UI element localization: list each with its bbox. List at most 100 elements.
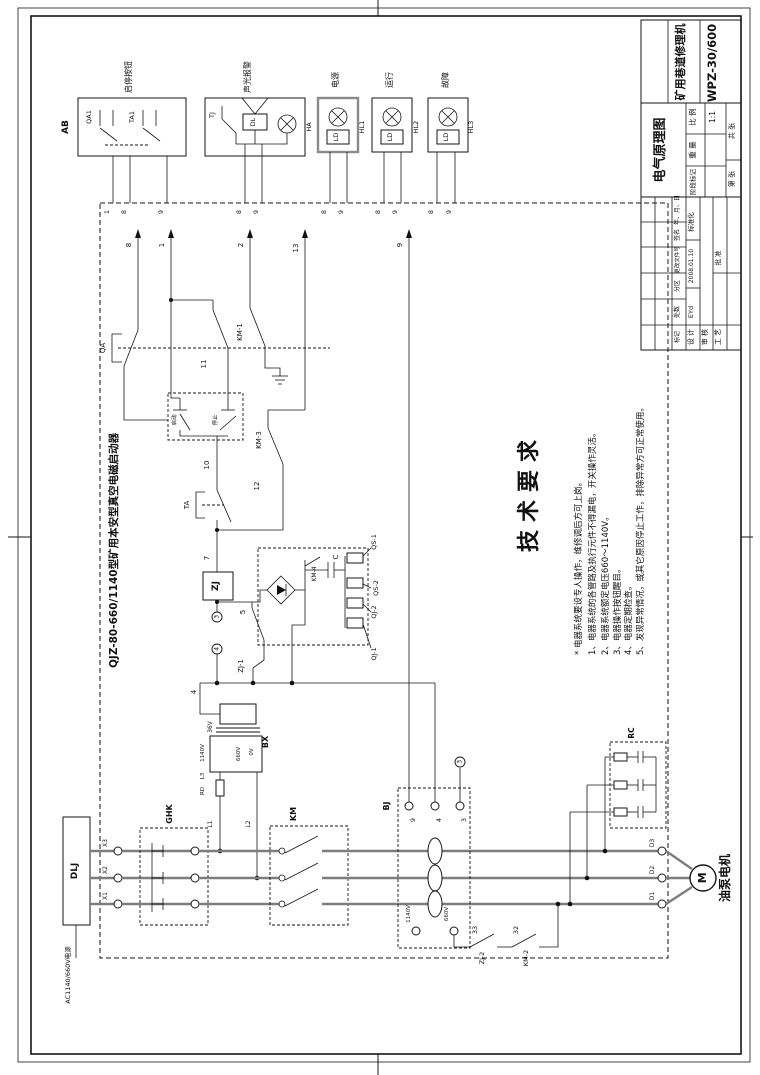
contact-km3: KM-3 12 xyxy=(215,409,305,532)
lamp2-side-tag: HL2 xyxy=(412,121,420,134)
tech-req-line: 3、电器操作按钮醒目。 xyxy=(612,565,623,655)
wire-7-label: 7 xyxy=(203,556,211,560)
approve-label: 批 准 xyxy=(713,250,722,266)
wire-5-label: 5 xyxy=(239,610,247,614)
terminal-qs2-label: QS-2 xyxy=(372,580,380,596)
terminal-num: 8 xyxy=(120,210,128,214)
alarm-side-tag: HA xyxy=(305,122,313,132)
horn-tag: DL xyxy=(249,117,257,126)
relay-string: 10 TA 7 ZJ 3 4 xyxy=(183,440,234,683)
stage-label: 阶段标记 xyxy=(688,169,697,196)
protection-unit-bj: BJ 9 4 3 3 1140V 660V xyxy=(382,756,471,949)
sheet-number: 第 张 xyxy=(727,171,736,187)
terminal-qj1-label: QJ-1 xyxy=(370,647,378,660)
terminal-num: 1 xyxy=(103,210,111,214)
bj-660v-label: 660V xyxy=(444,907,450,921)
bus-wire-9: 9 xyxy=(396,243,404,247)
technical-requirements: 技术要求 * 电器系统要设专人操作，维修调后方可上岗。 1、电器系统的各管路及执… xyxy=(517,403,646,655)
bus-wire-1: 1 xyxy=(158,243,166,247)
bj-connector-3: 3 xyxy=(457,760,464,764)
lamp1-side-tag: HL1 xyxy=(358,121,366,134)
main-contactor-km: KM xyxy=(269,807,349,926)
indicator-lamp-run: 运行 LD HL2 xyxy=(371,72,420,203)
tech-req-line: 5、发现异常情况，或其它原因停止工作，排除异常方可正常使用。 xyxy=(635,403,646,655)
connector-4: 4 xyxy=(214,647,221,651)
stop-button-label: 停止 xyxy=(211,414,219,426)
rev-col-count: 处数 xyxy=(673,306,681,318)
contact-11-label: 11 xyxy=(200,360,208,369)
enclosure-terminal-numbers: 1 8 9 8 9 8 9 8 9 8 9 xyxy=(103,210,453,214)
title-block: 矿用巷道修理机 WPZ-30/600 电气原理图 比 例 1:1 重 量 阶段标… xyxy=(640,19,742,351)
rev-col-date: 年、月、日 xyxy=(673,195,681,225)
bx-0v-label: 0V xyxy=(249,748,255,755)
tech-req-line: * 电器系统要设专人操作，维修调后方可上岗。 xyxy=(573,478,584,655)
check-label: 审 核 xyxy=(700,329,709,345)
design-label: 设 计 xyxy=(686,329,695,345)
scale-label: 比 例 xyxy=(687,108,697,125)
connector-3: 3 xyxy=(214,615,221,619)
bj-1140v-label: 1140V xyxy=(406,905,412,923)
terminal-x2-label: X2 xyxy=(102,866,109,874)
contact-zj2-label: ZJ-2 xyxy=(478,952,486,965)
incoming-box-dlj: DLJ AC1140/660V电源 xyxy=(62,816,91,1004)
contact-zj1-label: ZJ-1 xyxy=(237,659,245,673)
rev-col-zone: 分区 xyxy=(673,280,681,292)
lamp1-inner-tag: LD xyxy=(332,133,340,142)
remote-button-box: 启动 停止 xyxy=(167,392,244,441)
bj-terminal-3: 3 xyxy=(460,818,468,822)
tech-req-title: 技术要求 xyxy=(517,432,542,552)
contact-ta-label: TA xyxy=(183,501,191,511)
wire-l2-label: L2 xyxy=(245,820,252,827)
bus-wire-2: 2 xyxy=(237,243,245,247)
wire-l1-label: L1 xyxy=(207,820,214,827)
design-date: 2008.01.10 xyxy=(688,249,695,284)
indicator-lamp-power: 电源 LD HL1 xyxy=(316,72,366,203)
contact-qa: QA xyxy=(99,329,330,421)
terminal-d1-label: D1 xyxy=(649,892,656,901)
wire-33-label: 33 xyxy=(471,926,479,934)
power-circuit: DLJ AC1140/660V电源 X3 X2 X1 GHK xyxy=(62,727,732,1004)
relay-zj-label: ZJ xyxy=(211,581,221,591)
ab-function-label: 启停按钮 xyxy=(123,61,133,93)
bj-tag: BJ xyxy=(382,801,391,810)
changeover-switch-ghk: GHK xyxy=(139,803,209,926)
rev-col-mark: 标记 xyxy=(673,331,681,343)
contact-km3-label: KM-3 xyxy=(255,431,263,449)
contact-ta1-label: TA1 xyxy=(128,111,136,124)
horn-icon: DL xyxy=(241,97,269,131)
contact-km2-label: KM-2 xyxy=(522,950,530,966)
process-label: 工 艺 xyxy=(714,329,722,345)
lamp2-inner-tag: LD xyxy=(386,133,394,142)
indicator-lamp-fault: 故障 LD HL3 xyxy=(427,72,475,203)
terminal-num: 9 xyxy=(391,210,399,214)
drawing-title: 电气原理图 xyxy=(652,117,668,182)
bj-terminal-4: 4 xyxy=(435,818,443,822)
wire-4: 4 xyxy=(190,680,436,802)
alarm-function-label: 声光报警 xyxy=(242,61,252,93)
terminal-d3-label: D3 xyxy=(649,839,656,848)
lamp3-side-tag: HL3 xyxy=(467,121,475,134)
contact-km1-label: KM-1 xyxy=(236,323,244,341)
terminal-num: 8 xyxy=(427,210,435,214)
bus-wire-8: 8 xyxy=(125,243,133,247)
terminal-num: 9 xyxy=(157,210,165,214)
terminal-num: 8 xyxy=(320,210,328,214)
sheet-total: 共 张 xyxy=(727,123,736,139)
rc-tag: RC xyxy=(627,727,636,739)
rev-col-file: 更改文件号 xyxy=(673,246,681,274)
capacitor-c-label: C xyxy=(332,554,340,559)
contact-km1: KM-1 xyxy=(236,307,288,385)
km-tag: KM xyxy=(289,807,298,821)
rev-col-sign: 签名 xyxy=(673,229,681,241)
start-button-label: 启动 xyxy=(170,414,178,426)
weight-label: 重 量 xyxy=(688,141,697,159)
wire-10-label: 10 xyxy=(203,461,211,470)
control-bus-wires: 8 1 2 13 9 xyxy=(125,229,412,802)
alarm-box: 声光报警 HA TJ DL xyxy=(204,61,313,203)
terminal-d2-label: D2 xyxy=(649,866,656,875)
contact-zj1: 5 ZJ-1 xyxy=(215,600,265,683)
scale-value: 1:1 xyxy=(708,111,717,123)
motor-name-label: 油泵电机 xyxy=(717,854,732,902)
